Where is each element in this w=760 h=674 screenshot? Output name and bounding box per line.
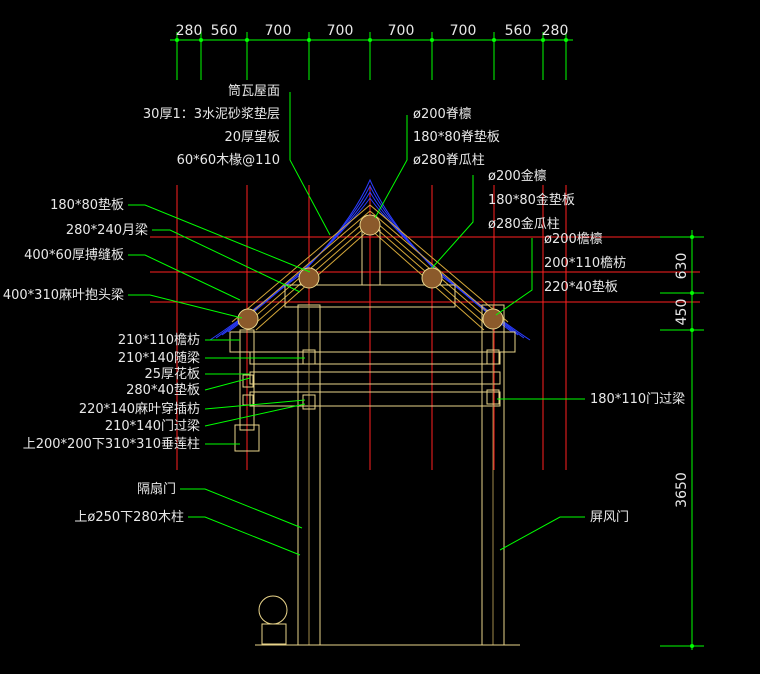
label-pad-board-left: 180*80垫板 xyxy=(50,197,124,213)
label-through-tie: 220*140麻叶穿插枋 xyxy=(79,401,200,417)
label-follow-beam: 210*140随梁 xyxy=(118,351,200,366)
label-ridge-king-post: ø280脊瓜柱 xyxy=(413,153,485,168)
left-eave-purlin-section xyxy=(237,308,259,330)
label-group-left-bottom: 隔扇门 上ø250下280木柱 xyxy=(74,481,184,525)
left-golden-purlin-section xyxy=(298,267,320,289)
right-golden-purlin-section xyxy=(421,267,443,289)
label-hugging-beam: 400*310麻叶抱头梁 xyxy=(3,287,124,303)
label-eave-pad-board: 220*40垫板 xyxy=(544,279,618,295)
label-barge-board: 400*60厚搏缝板 xyxy=(24,247,124,263)
label-moon-beam: 280*240月梁 xyxy=(66,223,148,238)
label-roof-tiles: 筒瓦屋面 xyxy=(228,83,280,99)
ridge-purlin-section xyxy=(359,214,381,236)
label-mortar-bed: 30厚1：3水泥砂浆垫层 xyxy=(143,106,280,122)
label-group-left-upper: 180*80垫板 280*240月梁 400*60厚搏缝板 400*310麻叶抱… xyxy=(3,197,148,303)
label-door-lintel-right: 180*110门过梁 xyxy=(590,392,685,407)
purlins xyxy=(237,214,504,330)
dim-right-2: 450 xyxy=(674,299,690,326)
dim-top-4: 700 xyxy=(327,23,354,39)
dim-top-2: 560 xyxy=(211,23,238,39)
dim-top-8: 280 xyxy=(542,23,569,39)
right-dimension-chain: 630 450 3650 xyxy=(660,230,704,650)
dim-top-7: 560 xyxy=(505,23,532,39)
label-roof-board: 20厚望板 xyxy=(224,129,280,145)
dim-top-5: 700 xyxy=(388,23,415,39)
label-lattice-door: 隔扇门 xyxy=(137,481,176,497)
top-dimension-chain: 280 560 700 700 700 700 560 280 xyxy=(170,23,573,80)
label-pad-board-lower: 280*40垫板 xyxy=(126,382,200,398)
label-eave-purlin: ø200檐檩 xyxy=(544,232,603,247)
label-flower-panel: 25厚花板 xyxy=(144,366,200,382)
dim-top-1: 280 xyxy=(176,23,203,39)
label-eave-tie-beam: 200*110檐枋 xyxy=(544,255,626,271)
label-group-left-middle: 210*110檐枋 210*140随梁 25厚花板 280*40垫板 220*1… xyxy=(23,332,200,452)
label-group-right: ø200檐檩 200*110檐枋 220*40垫板 xyxy=(544,232,626,295)
dim-right-1: 630 xyxy=(674,253,690,280)
label-golden-pad-board: 180*80金垫板 xyxy=(488,192,575,208)
dim-right-3: 3650 xyxy=(674,472,690,508)
label-golden-purlin: ø200金檩 xyxy=(488,168,547,184)
label-screen-door: 屏风门 xyxy=(590,510,629,525)
leader-lines xyxy=(128,92,585,556)
label-timber-column: 上ø250下280木柱 xyxy=(74,510,184,525)
label-group-mid-right: ø200金檩 180*80金垫板 ø280金瓜柱 xyxy=(488,168,575,232)
label-lotus-column: 上200*200下310*310垂莲柱 xyxy=(23,437,200,452)
label-eave-tie-left: 210*110檐枋 xyxy=(118,332,200,348)
label-golden-king-post: ø280金瓜柱 xyxy=(488,216,560,232)
label-ridge-purlin: ø200脊檩 xyxy=(413,107,472,122)
dim-top-6: 700 xyxy=(450,23,477,39)
label-door-lintel-left: 210*140门过梁 xyxy=(105,419,200,434)
label-ridge-pad-board: 180*80脊垫板 xyxy=(413,129,500,145)
dim-top-3: 700 xyxy=(265,23,292,39)
label-group-center-right: ø200脊檩 180*80脊垫板 ø280脊瓜柱 xyxy=(413,107,500,168)
label-group-center-left: 筒瓦屋面 30厚1：3水泥砂浆垫层 20厚望板 60*60木椽@110 xyxy=(143,83,280,168)
label-rafters: 60*60木椽@110 xyxy=(177,153,280,168)
